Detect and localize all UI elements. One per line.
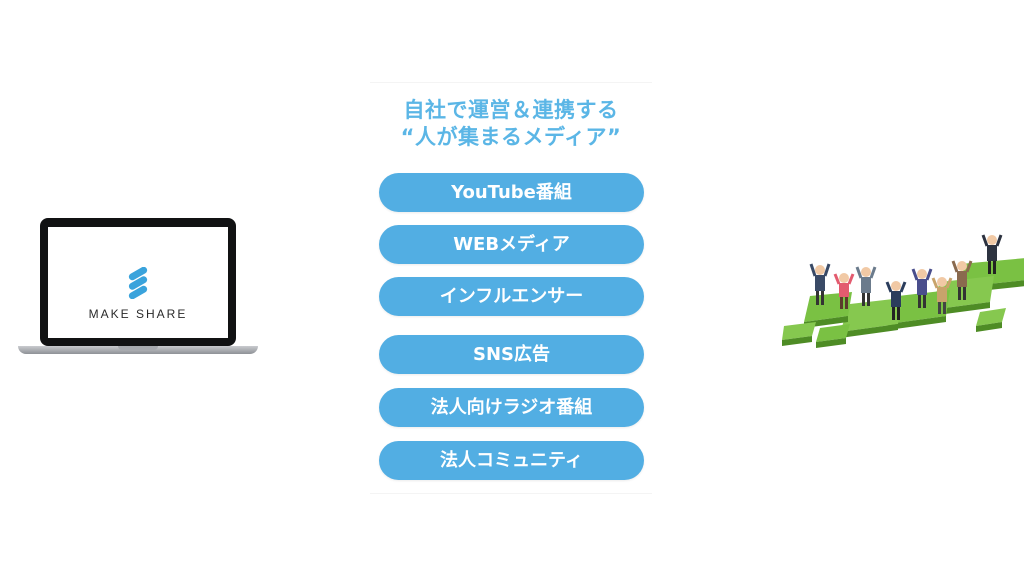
people [809, 234, 1003, 320]
brand-name: MAKE SHARE [88, 307, 188, 321]
media-item-web-media: WEBメディア [379, 225, 644, 264]
right-caption [828, 374, 978, 414]
headline-line-1: 自社で運営＆連携する [403, 98, 619, 122]
media-item-radio: 法人向けラジオ番組 [379, 388, 644, 427]
media-item-community: 法人コミュニティ [379, 441, 644, 480]
panel-headline: 自社で運営＆連携する “人が集まるメディア” [370, 97, 652, 151]
make-share-logo-icon [128, 267, 148, 299]
japan-map-people-icon [782, 234, 1024, 348]
media-panel: 自社で運営＆連携する “人が集まるメディア” YouTube番組 WEBメディア… [370, 82, 652, 494]
media-item-sns-ads: SNS広告 [379, 335, 644, 374]
media-item-youtube: YouTube番組 [379, 173, 644, 212]
headline-line-2: “人が集まるメディア” [400, 125, 622, 149]
laptop-notch [118, 346, 158, 350]
map-blocks [782, 258, 1024, 348]
laptop-base [18, 346, 258, 354]
media-item-influencer: インフルエンサー [379, 277, 644, 316]
laptop-screen: MAKE SHARE [40, 218, 236, 346]
left-caption [52, 374, 222, 396]
laptop-display: MAKE SHARE [48, 227, 228, 338]
laptop-icon: MAKE SHARE [18, 218, 258, 358]
